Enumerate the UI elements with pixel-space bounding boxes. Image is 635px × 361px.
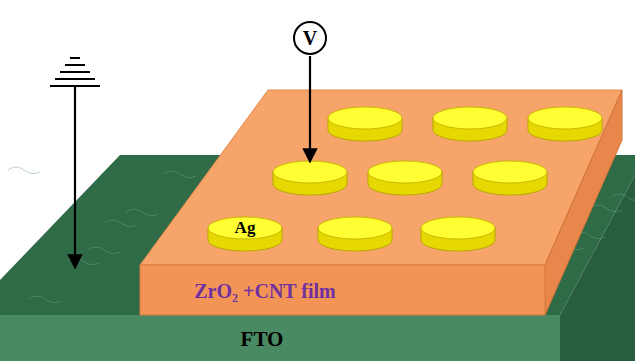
disk-side: [318, 228, 392, 251]
disk-side: [368, 172, 442, 195]
disk-side: [433, 118, 507, 141]
electrode-disk: Ag: [205, 214, 285, 254]
film-slab: AgZrO₂ +CNT film: [140, 85, 625, 317]
electrode-disk: [328, 107, 402, 141]
disk-top: [318, 217, 392, 239]
electrode-disk: [368, 161, 442, 195]
disk-side: [328, 118, 402, 141]
disk-top: [528, 107, 602, 129]
disk-side: [473, 172, 547, 195]
electrode-disk: [433, 107, 507, 141]
disk-side: [421, 228, 495, 251]
disk-side: [528, 118, 602, 141]
ground-arrow: [74, 86, 76, 268]
electrode-disks: [273, 107, 602, 251]
meter-circle: [294, 22, 326, 54]
disk-top: [473, 161, 547, 183]
disk-top: [433, 107, 507, 129]
disk-top: [208, 217, 282, 239]
disk-top: [421, 217, 495, 239]
node-label: FTO: [241, 328, 284, 351]
disk-side: [273, 172, 347, 195]
disk-top: [368, 161, 442, 183]
ag-disk: [208, 217, 282, 251]
disk-top: [273, 161, 347, 183]
electrode-disk: [421, 217, 495, 251]
film-side-face: [545, 90, 622, 315]
substrate-slab: AgZrO₂ +CNT filmFTO: [0, 150, 635, 361]
probe-arrow: [309, 56, 311, 162]
disk-top: [328, 107, 402, 129]
electrode-disk: [318, 217, 392, 251]
electrode-disk: [528, 107, 602, 141]
node-label: ZrO₂ +CNT film: [194, 280, 335, 302]
film-top-face: [140, 90, 622, 265]
film-front-face: [140, 265, 545, 315]
electrode-disk: [473, 161, 547, 195]
node-label: Ag: [235, 219, 256, 238]
electrode-disk: [273, 161, 347, 195]
node-label: V: [303, 27, 317, 49]
meter-circle: V: [293, 21, 327, 55]
fto-front-face: [0, 315, 560, 361]
ground-symbol: [50, 58, 100, 86]
